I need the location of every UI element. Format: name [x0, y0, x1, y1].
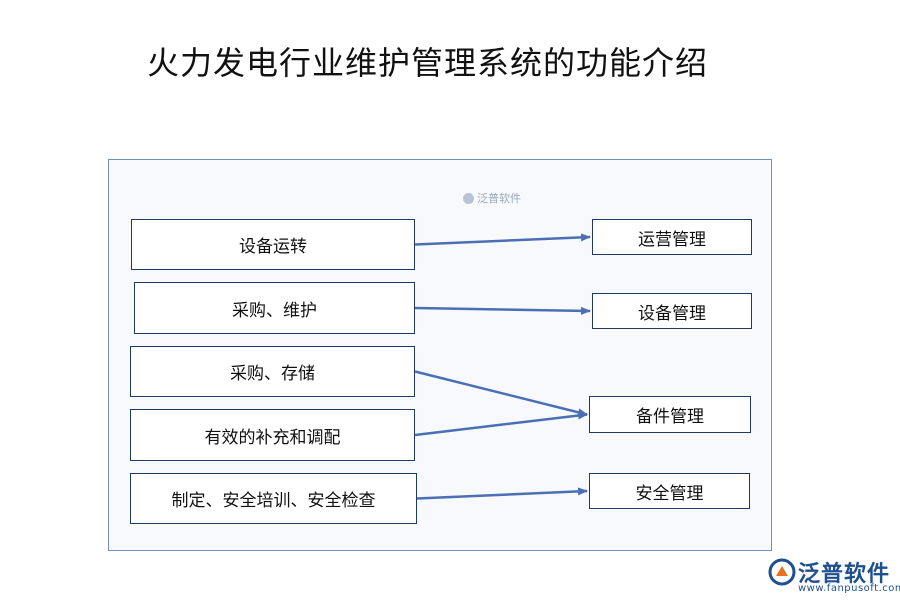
arrow-l5-to-r4 — [416, 487, 588, 500]
brand-logo-icon — [768, 558, 796, 586]
node-equipment-operation: 设备运转 — [131, 219, 415, 270]
node-label: 设备运转 — [239, 237, 307, 257]
watermark-logo-icon — [463, 192, 474, 204]
brand-name: 泛普软件 — [798, 562, 891, 587]
node-label: 备件管理 — [636, 407, 704, 427]
node-equipment-management: 设备管理 — [592, 293, 752, 329]
watermark: 泛普软件 — [463, 190, 521, 206]
node-label: 有效的补充和调配 — [204, 427, 341, 448]
arrow-l4-to-r3 — [414, 411, 588, 437]
node-safety-management: 安全管理 — [589, 473, 750, 509]
node-label: 采购、维护 — [232, 300, 317, 321]
node-label: 制定、安全培训、安全检查 — [171, 491, 376, 511]
node-label: 安全管理 — [635, 483, 704, 504]
brand-url: www.fanpusoft.com — [798, 583, 900, 594]
node-safety-training: 制定、安全培训、安全检查 — [130, 473, 417, 524]
arrow-l2-to-r2 — [414, 306, 591, 315]
node-spare-parts-management: 备件管理 — [589, 396, 751, 433]
brand-logo: 泛普软件 www.fanpusoft.com — [768, 556, 900, 596]
node-label: 采购、存储 — [230, 364, 315, 384]
node-operation-management: 运营管理 — [592, 219, 752, 255]
node-label: 运营管理 — [638, 229, 706, 250]
arrow-l1-to-r1 — [414, 233, 591, 246]
node-purchase-maintenance: 采购、维护 — [134, 282, 415, 334]
arrow-l3-to-r3 — [414, 370, 588, 417]
node-label: 设备管理 — [638, 303, 706, 324]
node-purchase-storage: 采购、存储 — [130, 346, 415, 397]
node-supplement-allocation: 有效的补充和调配 — [130, 409, 415, 461]
watermark-text: 泛普软件 — [477, 192, 521, 205]
page-title: 火力发电行业维护管理系统的功能介绍 — [146, 44, 708, 82]
